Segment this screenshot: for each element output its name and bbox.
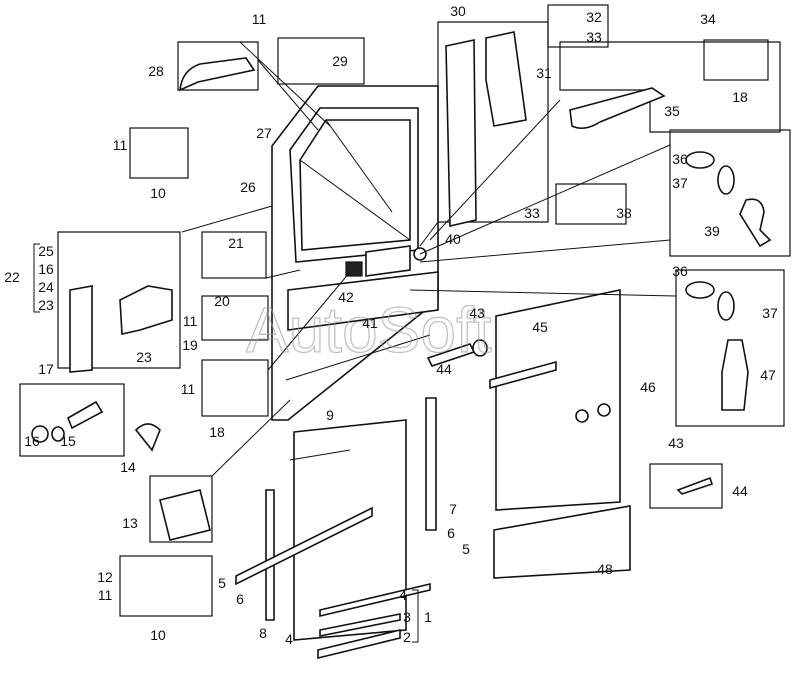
callout-label-24: 24 — [38, 279, 54, 295]
callout-label-47: 47 — [760, 367, 776, 383]
callout-label-1: 1 — [424, 609, 432, 625]
callout-label-4: 4 — [285, 631, 293, 647]
callout-label-18: 18 — [209, 424, 225, 440]
callout-label-8: 8 — [259, 625, 267, 641]
callout-label-11: 11 — [181, 381, 196, 397]
leader-lines — [181, 41, 677, 477]
callout-label-23: 23 — [136, 349, 152, 365]
callout-label-35: 35 — [664, 103, 680, 119]
callout-label-44: 44 — [732, 483, 748, 499]
callout-label-31: 31 — [536, 65, 552, 81]
callout-label-3: 3 — [403, 609, 411, 625]
group-bracket-22 — [33, 243, 40, 313]
callout-label-36: 36 — [672, 263, 688, 279]
callout-label-6: 6 — [447, 525, 455, 541]
callout-label-16: 16 — [38, 261, 54, 277]
callout-label-41: 41 — [362, 315, 378, 331]
callout-label-38: 38 — [616, 205, 632, 221]
callout-label-11: 11 — [252, 11, 267, 27]
callout-label-43: 43 — [469, 305, 485, 321]
callout-label-26: 26 — [240, 179, 256, 195]
callout-label-13: 13 — [122, 515, 138, 531]
callout-label-43: 43 — [668, 435, 684, 451]
callout-label-42: 42 — [338, 289, 354, 305]
callout-label-15: 15 — [60, 433, 76, 449]
callout-label-5: 5 — [462, 541, 470, 557]
callout-label-5: 5 — [218, 575, 226, 591]
callout-label-22: 22 — [4, 269, 20, 285]
callout-label-44: 44 — [436, 361, 452, 377]
callout-label-19: 19 — [182, 337, 198, 353]
callout-label-9: 9 — [326, 407, 334, 423]
callout-label-11: 11 — [113, 137, 128, 153]
callout-label-4: 4 — [399, 587, 407, 603]
callout-label-40: 40 — [445, 231, 461, 247]
callout-label-14: 14 — [120, 459, 136, 475]
callout-label-48: 48 — [597, 561, 613, 577]
callout-label-7: 7 — [449, 501, 457, 517]
callout-label-20: 20 — [214, 293, 230, 309]
callout-label-36: 36 — [672, 151, 688, 167]
callout-label-10: 10 — [150, 185, 166, 201]
callout-label-45: 45 — [532, 319, 548, 335]
group-bracket-1 — [412, 589, 419, 643]
door-frame — [271, 85, 439, 421]
callout-label-16: 16 — [24, 433, 40, 449]
callout-label-29: 29 — [332, 53, 348, 69]
callout-label-6: 6 — [236, 591, 244, 607]
callout-label-11: 11 — [183, 313, 198, 329]
callout-label-27: 27 — [256, 125, 272, 141]
callout-label-33: 33 — [586, 29, 602, 45]
callout-label-21: 21 — [228, 235, 244, 251]
callout-label-11: 11 — [98, 587, 113, 603]
callout-label-23: 23 — [38, 297, 54, 313]
callout-label-34: 34 — [700, 11, 716, 27]
callout-label-12: 12 — [97, 569, 113, 585]
callout-label-10: 10 — [150, 627, 166, 643]
callout-label-33: 33 — [524, 205, 540, 221]
callout-label-46: 46 — [640, 379, 656, 395]
callout-label-28: 28 — [148, 63, 164, 79]
callout-label-39: 39 — [704, 223, 720, 239]
watermark: AutoSoft — [246, 294, 492, 366]
callout-label-32: 32 — [586, 9, 602, 25]
callout-label-37: 37 — [672, 175, 688, 191]
parts — [31, 31, 772, 660]
callout-label-2: 2 — [403, 629, 411, 645]
callout-label-18: 18 — [732, 89, 748, 105]
callout-label-37: 37 — [762, 305, 778, 321]
callout-label-17: 17 — [38, 361, 54, 377]
callout-label-25: 25 — [38, 243, 54, 259]
callout-label-30: 30 — [450, 3, 466, 19]
